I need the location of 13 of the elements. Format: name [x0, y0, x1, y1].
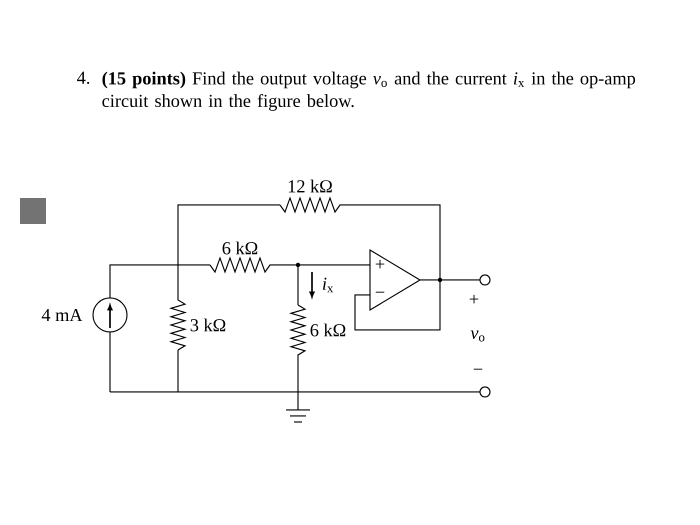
- resistor-label: 12 kΩ: [288, 180, 332, 192]
- input-sign: −: [376, 292, 384, 293]
- terminal-sign: −: [474, 368, 482, 370]
- terminal-sign: +: [470, 294, 478, 304]
- resistor-label: 6 kΩ: [222, 242, 258, 254]
- current-label: i$_{x}$: [322, 278, 334, 292]
- resistor-label: 6 kΩ: [310, 324, 346, 336]
- source-label: 4 mA: [42, 308, 82, 322]
- resistor-label: 3 kΩ: [190, 318, 226, 332]
- voltage-label: v$_{o}$: [470, 330, 484, 342]
- question-number: 4.: [77, 72, 90, 84]
- question-text: (15 points) Find the output voltage v$_{o}$ and the current i$_{x}$ in the op-amp circuit shown in the figure below.: [102, 72, 636, 111]
- input-sign: +: [376, 260, 384, 268]
